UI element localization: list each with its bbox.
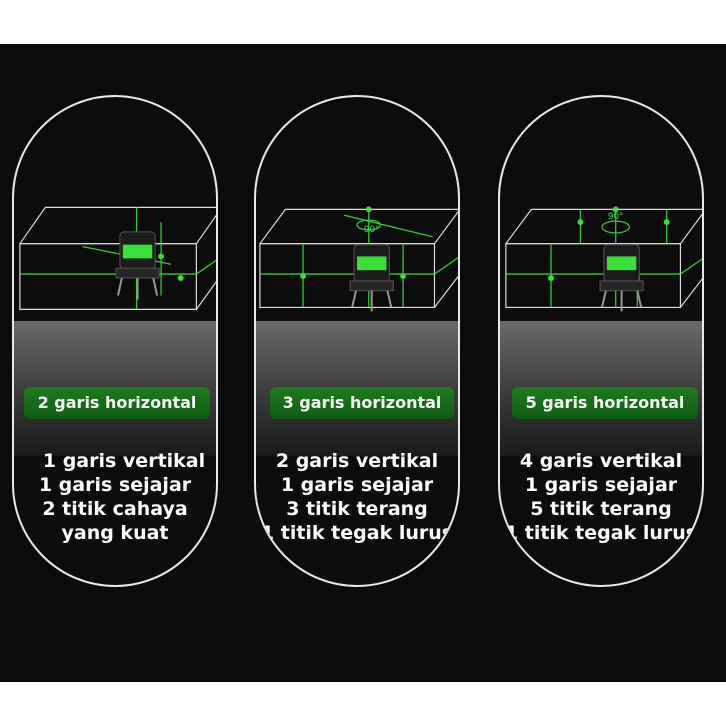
- angle-label: 90°: [364, 225, 380, 235]
- room-laser-illustration: [18, 206, 216, 310]
- panel-3-lines: 90° 3 garis horizontal 2 garis vertikal …: [254, 95, 460, 587]
- spec-line: 2 garis vertikal: [275, 450, 439, 472]
- angle-label: 90°: [608, 212, 624, 222]
- room-laser-illustration: 90°: [504, 206, 702, 312]
- spec-line: 1 garis sejajar: [524, 474, 678, 496]
- laser-level-device: [115, 231, 160, 300]
- spec-line: 1 garis vertikal: [42, 450, 206, 472]
- spec-line: 1 garis sejajar: [280, 474, 434, 496]
- spec-line: 3 titik terang: [286, 498, 428, 520]
- laser-level-device: [599, 244, 644, 312]
- spec-line: 1 garis sejajar: [38, 474, 192, 496]
- spec-list: 1 garis vertikal 1 garis sejajar 2 titik…: [14, 449, 216, 545]
- spec-line: 1 titik tegak lurus: [504, 522, 698, 544]
- panel-title-badge: 5 garis horizontal: [512, 387, 698, 419]
- spec-line: yang kuat: [61, 522, 169, 544]
- spec-line: 4 garis vertikal: [519, 450, 683, 472]
- spec-line: 5 titik terang: [530, 498, 672, 520]
- panel-5-lines: 90° 5 garis horizontal 4 garis vertikal …: [498, 95, 704, 587]
- panel-title-badge: 3 garis horizontal: [270, 387, 454, 419]
- panel-2-lines: 2 garis horizontal 1 garis vertikal 1 ga…: [12, 95, 218, 587]
- panel-title-badge: 2 garis horizontal: [24, 387, 210, 419]
- spec-line: 2 titik cahaya: [42, 498, 188, 520]
- spec-list: 4 garis vertikal 1 garis sejajar 5 titik…: [500, 449, 702, 545]
- spec-list: 2 garis vertikal 1 garis sejajar 3 titik…: [256, 449, 458, 545]
- room-laser-illustration: 90°: [258, 206, 458, 312]
- spec-line: 1 titik tegak lurus: [260, 522, 454, 544]
- laser-level-device: [349, 244, 394, 312]
